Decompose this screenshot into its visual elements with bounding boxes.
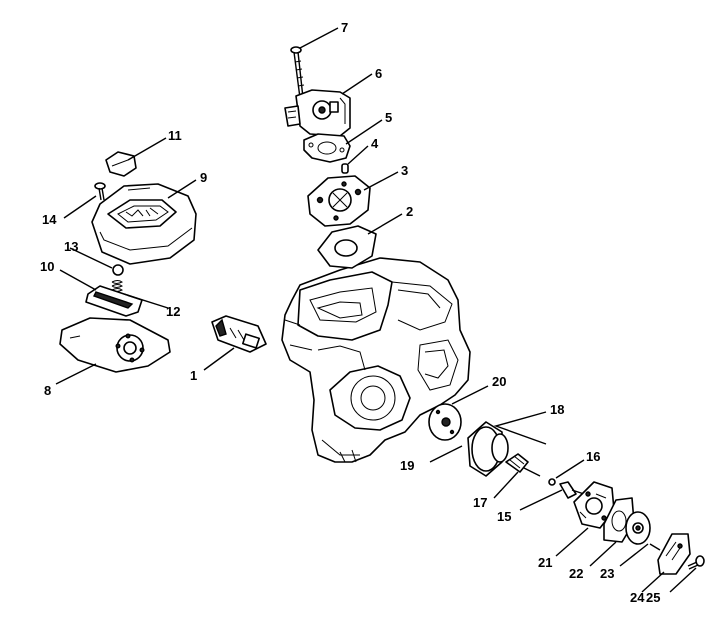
label-part-16: 16	[586, 449, 600, 464]
label-part-14: 14	[42, 212, 57, 227]
part-23-diaphragm	[625, 511, 651, 545]
part-21-pump-body	[573, 481, 615, 529]
label-part-11: 11	[168, 128, 182, 143]
label-part-24: 24	[630, 590, 645, 605]
part-25-screw	[687, 555, 705, 570]
label-part-5: 5	[385, 110, 392, 125]
label-part-21: 21	[538, 555, 552, 570]
part-18-filter	[467, 421, 509, 477]
label-part-18: 18	[550, 402, 564, 417]
part-17-coupling	[505, 453, 541, 477]
label-part-9: 9	[200, 170, 207, 185]
label-part-7: 7	[341, 20, 348, 35]
part-20-gasket	[428, 403, 462, 441]
crankcase-housing	[281, 257, 471, 463]
label-part-23: 23	[600, 566, 614, 581]
part-11-knob	[105, 151, 137, 177]
label-part-17: 17	[473, 495, 487, 510]
part-16-washer	[548, 478, 556, 486]
part-24-end-cover	[649, 533, 691, 575]
label-part-1: 1	[190, 368, 197, 383]
label-part-6: 6	[375, 66, 382, 81]
part-3-intake-flange	[307, 175, 371, 227]
part-8-base-plate	[59, 317, 171, 373]
label-part-25: 25	[646, 590, 660, 605]
label-part-22: 22	[569, 566, 583, 581]
label-part-13: 13	[64, 239, 78, 254]
label-part-19: 19	[400, 458, 414, 473]
label-part-10: 10	[40, 259, 54, 274]
part-13-ball	[112, 264, 124, 276]
part-14-screw	[94, 182, 106, 201]
label-part-2: 2	[406, 204, 413, 219]
part-2-gasket	[317, 225, 377, 269]
label-part-12: 12	[166, 304, 180, 319]
part-7-long-screw	[290, 46, 305, 99]
part-6-carburetor	[284, 89, 351, 137]
leader-lines	[55, 27, 697, 593]
part-5-gasket	[303, 133, 351, 163]
part-4-nipple	[341, 163, 349, 174]
label-part-3: 3	[401, 163, 408, 178]
label-part-15: 15	[497, 509, 511, 524]
part-1-bracket	[211, 315, 267, 353]
label-part-4: 4	[371, 136, 379, 151]
part-12-spring	[111, 280, 123, 295]
label-part-20: 20	[492, 374, 506, 389]
label-part-8: 8	[44, 383, 51, 398]
part-labels: 7 6 5 4 3 2 11 9 14 13 10 12 8 1 20 18 1…	[40, 20, 660, 605]
part-10-slide-plate	[85, 285, 143, 317]
part-9-filter-cover	[91, 183, 197, 265]
